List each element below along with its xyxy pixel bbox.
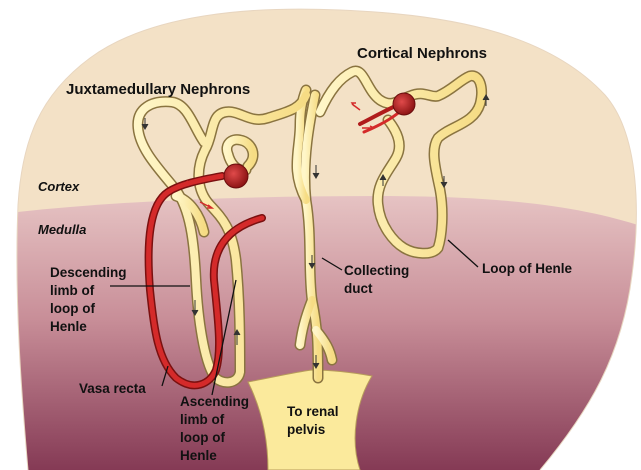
label-collecting-duct: Collecting duct [344,263,413,296]
label-descending-limb: Descending limb of loop of Henle [50,265,130,334]
glomerulus-juxtamedullary [223,163,249,189]
renal-pelvis [247,369,373,470]
label-ascending-limb-line2: limb of [180,412,225,427]
label-collecting-duct-line2: duct [344,281,373,296]
label-vasa-recta: Vasa recta [79,381,146,396]
label-to-renal-pelvis-line1: To renal [287,404,339,419]
glomerulus-cortical [392,92,416,116]
label-cortex: Cortex [38,179,80,194]
label-descending-limb-line3: loop of [50,301,95,316]
label-medulla: Medulla [38,222,86,237]
flow-arrows [141,94,490,369]
label-to-renal-pelvis: To renal pelvis [287,404,342,437]
label-ascending-limb-line4: Henle [180,448,217,463]
label-descending-limb-line1: Descending [50,265,127,280]
label-ascending-limb: Ascending limb of loop of Henle [180,394,253,463]
label-ascending-limb-line3: loop of [180,430,225,445]
label-ascending-limb-line1: Ascending [180,394,249,409]
label-cortical-nephrons: Cortical Nephrons [357,45,487,62]
leader-lines [110,239,479,396]
label-to-renal-pelvis-line2: pelvis [287,422,325,437]
label-juxtamedullary-nephrons: Juxtamedullary Nephrons [66,81,250,98]
blood-flow-arrows [182,102,376,209]
label-descending-limb-line4: Henle [50,319,87,334]
label-descending-limb-line2: limb of [50,283,95,298]
labels: Cortical Nephrons Juxtamedullary Nephron… [38,45,572,463]
label-loop-of-henle: Loop of Henle [482,261,572,276]
label-collecting-duct-line1: Collecting [344,263,409,278]
